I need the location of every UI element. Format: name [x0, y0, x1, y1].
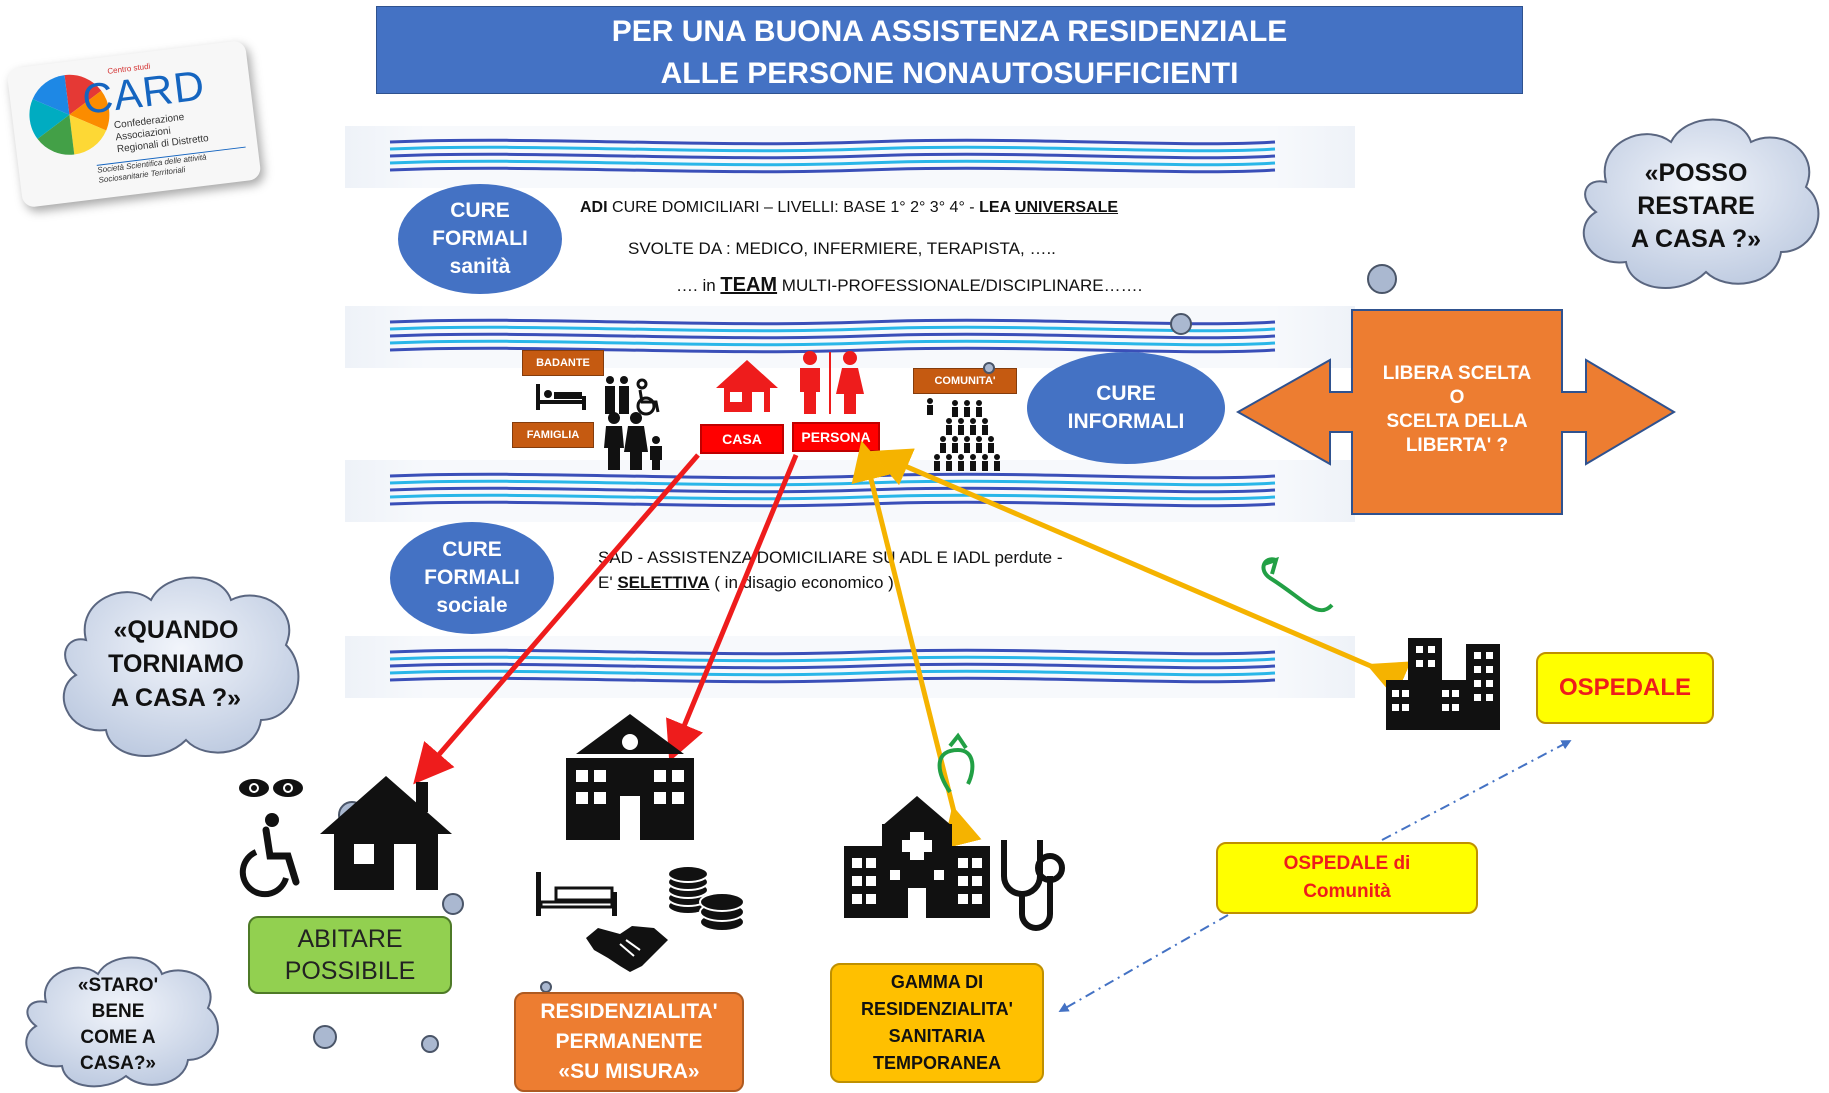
libera-scelta-arrow [1235, 309, 1676, 515]
staro-cloud-shape [25, 956, 219, 1088]
green-return-icon-1 [937, 747, 975, 794]
bubble-2 [1170, 313, 1192, 335]
residenzialita-permanente-box: RESIDENZIALITA'PERMANENTE«SU MISURA» [514, 992, 744, 1092]
handshake-icon [586, 926, 668, 972]
blue-arrow-to-ospedale [1381, 740, 1572, 841]
coins-icon [667, 865, 745, 932]
bed-icon-large [536, 872, 617, 916]
wheelchair-icon [239, 813, 300, 898]
quando-cloud-shape [62, 576, 300, 757]
adi-svolte: SVOLTE DA : MEDICO, INFERMIERE, TERAPIST… [628, 239, 1056, 258]
title-line-2: ALLE PERSONE NONAUTOSUFFICIENTI [660, 57, 1239, 90]
caregiver-wheelchair-icon [605, 376, 660, 416]
card-logo-wheel-icon [29, 74, 110, 155]
yellow-arrow-gamma [851, 440, 982, 850]
people-icon [800, 351, 864, 414]
bed-icon [536, 384, 586, 410]
sad-line-2: E' SELETTIVA ( in disagio economico ) [598, 573, 894, 592]
ospedale-box: OSPEDALE [1536, 652, 1714, 724]
badante-tag: BADANTE [522, 350, 604, 376]
bubble-7 [983, 362, 995, 374]
bubble-6 [421, 1035, 439, 1053]
city-buildings-icon [1386, 638, 1500, 730]
page-title: PER UNA BUONA ASSISTENZA RESIDENZIALE AL… [376, 6, 1523, 94]
bubble-4 [442, 893, 464, 915]
family-icon [604, 412, 662, 470]
blue-arrow-to-gamma [1058, 914, 1229, 1012]
home-icon-large [320, 776, 452, 890]
house-icon [716, 360, 778, 412]
title-line-1: PER UNA BUONA ASSISTENZA RESIDENZIALE [611, 15, 1288, 48]
stethoscope-icon [1001, 840, 1065, 931]
bubble-1 [1367, 264, 1397, 294]
red-arrow-residenzialita [666, 454, 799, 762]
yellow-arrow-ospedale [870, 448, 1411, 699]
school-building-icon [566, 714, 694, 840]
posso-cloud-shape [1582, 118, 1820, 289]
famiglia-tag: FAMIGLIA [512, 422, 594, 448]
casa-tag: CASA [700, 424, 784, 454]
eyes-icon [239, 779, 303, 797]
crowd-icon [927, 398, 1000, 471]
hospital-icon [844, 796, 990, 918]
bubble-5 [313, 1025, 337, 1049]
adi-team: …. in TEAM MULTI-PROFESSIONALE/DISCIPLIN… [676, 274, 1143, 296]
comunita-tag: COMUNITA' [913, 368, 1017, 394]
red-arrow-abitare [413, 453, 700, 785]
persona-tag: PERSONA [792, 422, 880, 452]
adi-line: ADI CURE DOMICILIARI – LIVELLI: BASE 1° … [580, 199, 1119, 216]
